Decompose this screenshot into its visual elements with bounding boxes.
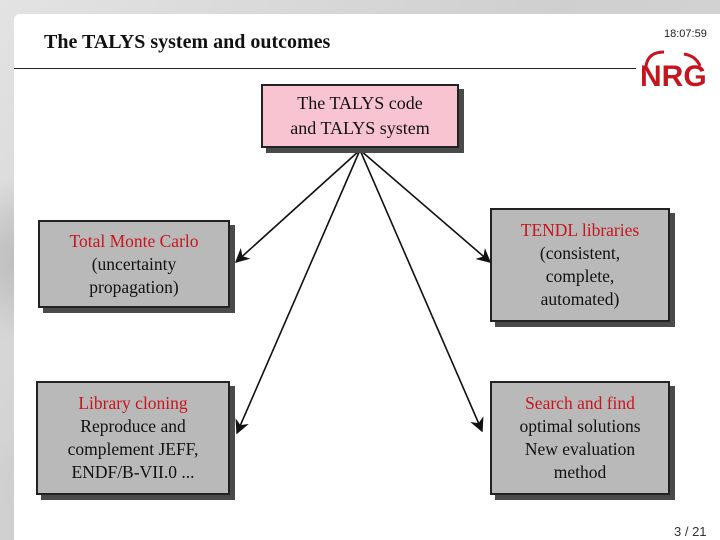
slide-title: The TALYS system and outcomes: [44, 31, 331, 53]
node-search-and-find: Search and find optimal solutions New ev…: [490, 381, 670, 495]
node-bl-line-2: complement JEFF,: [67, 439, 199, 459]
node-br-line-1: optimal solutions: [519, 416, 641, 436]
node-talys-system: The TALYS code and TALYS system: [261, 84, 459, 148]
node-tr-line-3: automated): [540, 289, 620, 309]
node-br-title: Search and find: [525, 393, 635, 413]
logo-text: NRG: [640, 60, 707, 90]
node-tl-line-2: propagation): [89, 276, 179, 297]
arrow-to-tendl: [359, 149, 492, 263]
page-number: 3 / 21: [674, 524, 707, 539]
node-tr-line-2: complete,: [545, 266, 615, 286]
node-tr-title: TENDL libraries: [520, 220, 640, 240]
node-tl-title: Total Monte Carlo: [69, 230, 199, 251]
node-tl-line-1: (uncertainty: [91, 253, 177, 274]
node-talys-line-1: The TALYS code: [297, 93, 423, 113]
node-bl-title: Library cloning: [78, 393, 188, 413]
node-br-line-3: method: [553, 462, 607, 482]
nrg-logo: NRG: [640, 50, 707, 90]
node-library-cloning: Library cloning Reproduce and complement…: [36, 381, 230, 495]
node-bl-line-1: Reproduce and: [80, 416, 186, 436]
title-divider: [14, 68, 636, 69]
node-tr-line-1: (consistent,: [539, 243, 621, 263]
node-bl-line-3: ENDF/B-VII.0 ...: [71, 462, 195, 482]
clock-readout: 18:07:59: [664, 28, 707, 40]
logo-arc-right: [683, 52, 702, 67]
arrow-to-search-find: [359, 149, 484, 433]
arrow-to-monte-carlo: [234, 149, 361, 263]
arrow-to-library-cloning: [235, 149, 361, 435]
logo-arc-left: [644, 50, 665, 67]
node-total-monte-carlo: Total Monte Carlo (uncertainty propagati…: [38, 220, 230, 308]
node-talys-line-2: and TALYS system: [290, 118, 430, 138]
node-br-line-2: New evaluation: [524, 439, 636, 459]
node-tendl-libraries: TENDL libraries (consistent, complete, a…: [490, 208, 670, 322]
